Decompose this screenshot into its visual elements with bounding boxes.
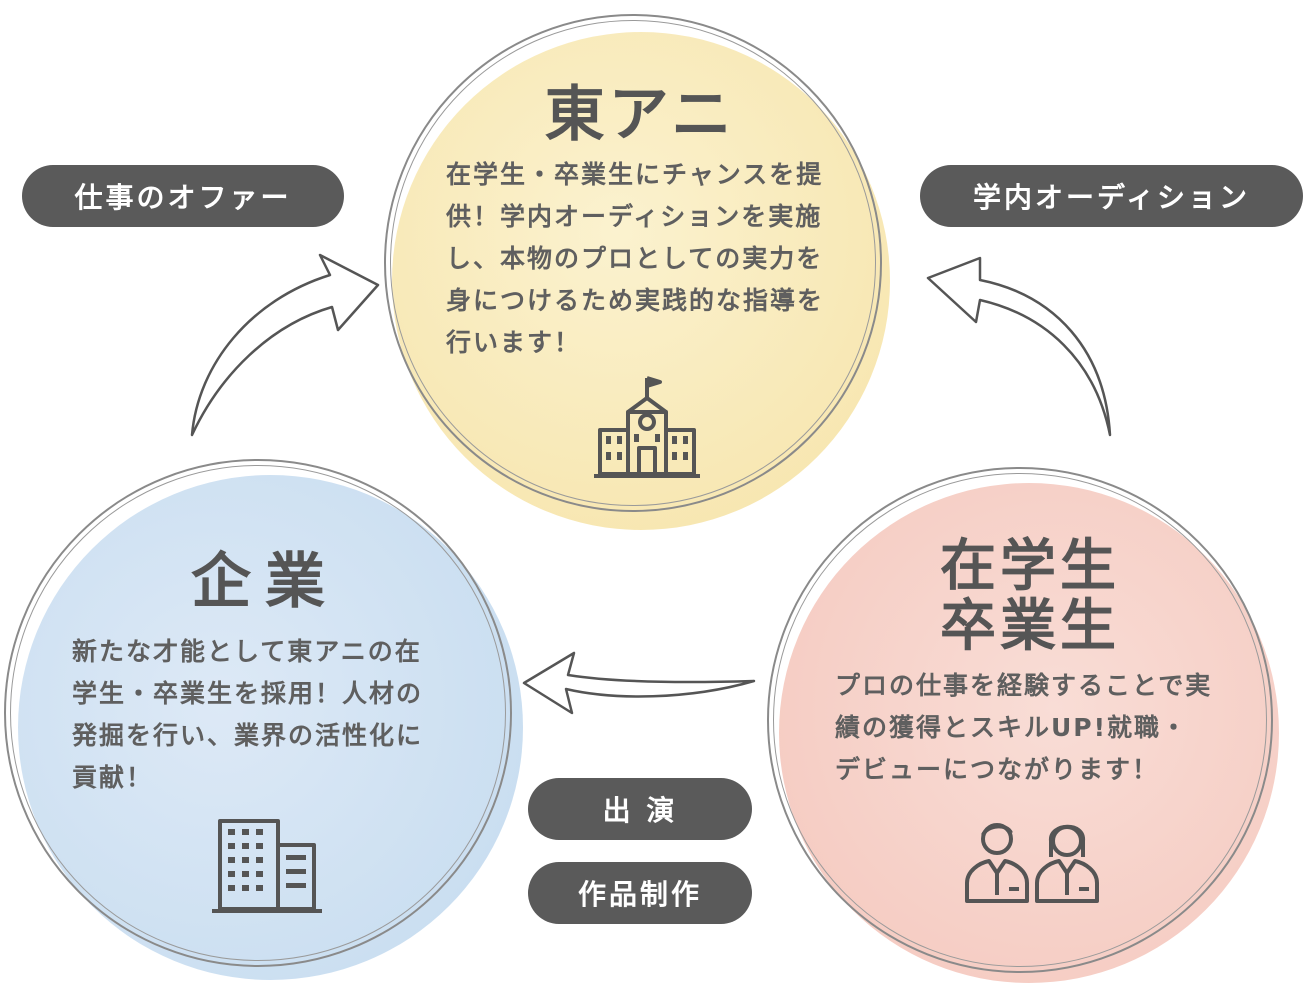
node-students-ring-inner — [773, 473, 1267, 967]
node-toani-ring-inner — [390, 20, 876, 506]
node-toani-ring-outer — [384, 14, 882, 512]
label-production: 作品制作 — [528, 862, 752, 924]
node-students: 在学生 卒業生 プロの仕事を経験することで実績の獲得とスキルUP!就職・デビュー… — [765, 465, 1295, 985]
node-company-ring-inner — [10, 465, 506, 961]
school-building-icon — [594, 376, 700, 478]
node-toani-description: 在学生・卒業生にチャンスを提供！学内オーディションを実施し、本物のプロとしての実… — [446, 160, 825, 357]
node-company-title: 企業 — [191, 547, 339, 617]
arrow-left-to-top — [190, 253, 380, 437]
arrow-right-to-left — [522, 651, 756, 715]
label-job-offer: 仕事のオファー — [22, 165, 344, 227]
office-building-icon — [212, 819, 322, 913]
node-students-title-line2: 卒業生 — [940, 594, 1120, 659]
node-toani-title: 東アニ — [544, 80, 736, 150]
node-company-ring-outer — [4, 459, 512, 967]
node-company-description: 新たな才能として東アニの在学生・卒業生を採用！人材の発掘を行い、業界の活性化に貢… — [72, 637, 424, 792]
node-students-ring-outer — [767, 467, 1273, 973]
node-company: 企業 新たな才能として東アニの在学生・卒業生を採用！人材の発掘を行い、業界の活性… — [0, 455, 530, 985]
node-students-title-line1: 在学生 — [940, 534, 1120, 599]
node-students-description: プロの仕事を経験することで実績の獲得とスキルUP!就職・デビューにつながります！ — [835, 671, 1213, 784]
node-toani: 東アニ 在学生・卒業生にチャンスを提供！学内オーディションを実施し、本物のプロと… — [380, 12, 900, 532]
label-appearance: 出 演 — [528, 778, 752, 840]
arrow-right-to-top — [926, 256, 1112, 437]
students-icon — [965, 823, 1099, 903]
label-audition: 学内オーディション — [920, 165, 1303, 227]
